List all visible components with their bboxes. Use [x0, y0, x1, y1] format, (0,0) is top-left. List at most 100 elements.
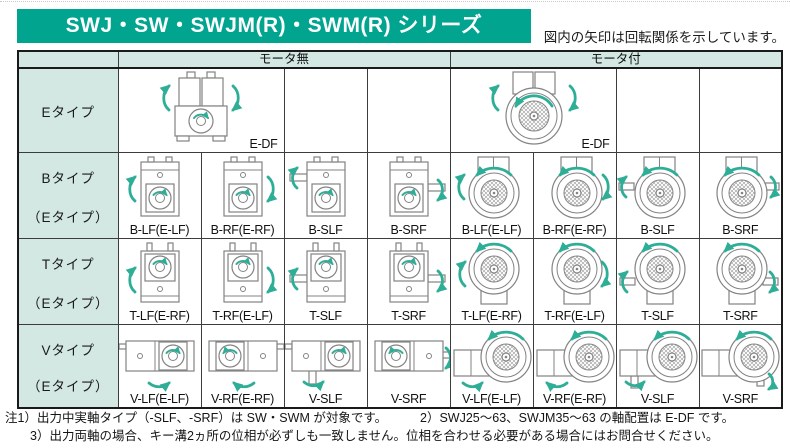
diagram-v-lf-no-motor [119, 326, 201, 392]
series-title: SWJ・SW・SWJM(R)・SWM(R) シリーズ [17, 9, 531, 43]
cell-label: V-RF(E-RF) [543, 392, 606, 406]
diagram-t-rf-with-motor [550, 241, 611, 305]
diagram-v-srf-no-motor [368, 326, 449, 392]
rotation-arrow-icon [569, 329, 607, 341]
cell-label: T-LF(E-RF) [129, 309, 190, 323]
cell-label: V-SRF [722, 392, 759, 406]
rotation-arrow-icon [474, 165, 512, 177]
cell-t-rf-no-motor: T-RF(E-LF) [200, 238, 285, 325]
diagram-b-lf-with-motor [454, 156, 520, 219]
diagram-e-df-no-motor [159, 71, 243, 142]
diagram-t-slf-no-motor [287, 240, 367, 306]
cell-label: V-LF(E-LF) [462, 392, 521, 406]
cell-v-srf-no-motor: V-SRF [366, 324, 451, 409]
row-label-text: Eタイプ [41, 104, 95, 120]
rotation-arrow-icon [287, 267, 299, 291]
rotation-arrow-icon [159, 84, 171, 112]
rotation-arrow-icon [443, 346, 449, 370]
rotation-arrow-icon [486, 329, 524, 341]
rotation-arrow-icon [557, 241, 595, 253]
rotation-arrow-icon [125, 175, 137, 203]
cell-label: E-DF [581, 137, 610, 151]
rotation-arrow-icon [147, 381, 171, 392]
rotation-arrow-icon [514, 94, 554, 109]
empty-cell-slash [283, 67, 368, 153]
rotation-arrow-icon [640, 165, 678, 177]
cell-t-rf-with-motor: T-RF(E-LF) [532, 238, 617, 325]
rotation-arrow-icon [265, 175, 277, 203]
footnote-1: 注1）出力中実軸タイプ（-SLF、-SRF）は SW・SWM が対象です。 [5, 411, 388, 425]
diagram-b-srf-no-motor [368, 154, 447, 220]
cell-label: V-SLF [308, 392, 343, 406]
diagram-v-slf-with-motor [618, 329, 698, 392]
cell-v-srf-with-motor: V-SRF [698, 324, 783, 409]
diagram-b-rf-no-motor [202, 154, 277, 220]
empty-cell-slash [615, 67, 700, 153]
rotation-arrow-icon [435, 269, 447, 293]
top-divider [0, 1, 790, 2]
diagram-b-slf-no-motor [287, 154, 367, 220]
cell-label: T-RF(E-LF) [544, 309, 605, 323]
cell-v-slf-with-motor: V-SLF [615, 324, 700, 409]
cell-label: T-RF(E-LF) [212, 309, 273, 323]
footnote-2: 2）SWJ25～63、SWJM35～63 の軸配置は E-DF です。 [420, 411, 735, 425]
rotation-arrow-icon [435, 178, 447, 202]
row-sublabel-text: （Eタイプ） [26, 296, 110, 311]
cell-label: B-SLF [308, 223, 343, 237]
diagram-v-rf-no-motor [202, 326, 283, 392]
cell-b-lf-with-motor: B-LF(E-LF) [449, 152, 534, 239]
cell-b-slf-no-motor: B-SLF [283, 152, 368, 239]
diagram-v-slf-no-motor [285, 326, 367, 392]
rotation-arrow-icon [302, 380, 325, 392]
cell-label: E-DF [249, 137, 278, 151]
rotation-arrow-icon [488, 84, 500, 112]
row-label-b: Bタイプ （Eタイプ） [17, 152, 119, 239]
cell-b-lf-no-motor: B-LF(E-LF) [117, 152, 202, 239]
cell-label: B-LF(E-LF) [129, 223, 190, 237]
rotation-arrow-icon [767, 372, 779, 391]
rotation-arrow-icon [640, 241, 678, 253]
diagram-b-srf-with-motor [716, 156, 781, 219]
cell-label: V-RF(E-RF) [211, 392, 274, 406]
diagram-t-lf-with-motor [455, 241, 520, 305]
cell-b-srf-no-motor: B-SRF [366, 152, 451, 239]
rotation-arrow-icon [193, 111, 210, 120]
rotation-arrow-icon [231, 381, 255, 392]
row-label-text: Vタイプ [41, 343, 95, 358]
diagram-e-df-with-motor [488, 71, 580, 145]
rotation-arrow-icon [474, 241, 512, 253]
cell-e-df-no-motor: E-DF [117, 67, 285, 153]
rotation-arrow-icon [768, 270, 780, 294]
rotation-arrow-icon [568, 84, 580, 112]
cell-label: V-SLF [640, 392, 675, 406]
cell-label: T-LF(E-RF) [461, 309, 522, 323]
row-sublabel-text: （Eタイプ） [26, 210, 110, 225]
diagram-t-srf-with-motor [716, 241, 780, 305]
diagram-v-srf-with-motor [701, 329, 780, 391]
cell-t-lf-with-motor: T-LF(E-RF) [449, 238, 534, 325]
cell-label: B-SLF [640, 223, 675, 237]
rotation-arrow-icon [125, 266, 137, 294]
rotation-arrow-icon [599, 260, 611, 288]
cell-label: V-SRF [390, 392, 427, 406]
cell-b-rf-no-motor: B-RF(E-RF) [200, 152, 285, 239]
cell-v-lf-with-motor: V-LF(E-LF) [449, 324, 534, 409]
cell-v-rf-no-motor: V-RF(E-RF) [200, 324, 285, 409]
rotation-arrow-icon [735, 329, 773, 341]
empty-cell-slash [698, 67, 783, 153]
diagram-b-slf-with-motor [617, 156, 686, 219]
rotation-arrow-icon [231, 84, 243, 112]
cell-label: B-SRF [390, 223, 427, 237]
col-header-no-motor: モータ無 [117, 50, 451, 69]
row-sublabel-text: （Eタイプ） [26, 379, 110, 394]
row-label-v: Vタイプ （Eタイプ） [17, 324, 119, 409]
row-label-e: Eタイプ [17, 67, 119, 153]
cell-v-slf-no-motor: V-SLF [283, 324, 368, 409]
cell-v-rf-with-motor: V-RF(E-RF) [532, 324, 617, 409]
rotation-arrow-icon [461, 381, 484, 392]
row-label-t: Tタイプ （Eタイプ） [17, 238, 119, 325]
diagram-t-slf-with-motor [617, 241, 686, 305]
diagram-t-lf-no-motor [125, 240, 201, 306]
footnote-3: 3）出力両軸の場合、キー溝2ヵ所の位相が必ずしも一致しません。位相を合わせる必要… [30, 429, 719, 443]
